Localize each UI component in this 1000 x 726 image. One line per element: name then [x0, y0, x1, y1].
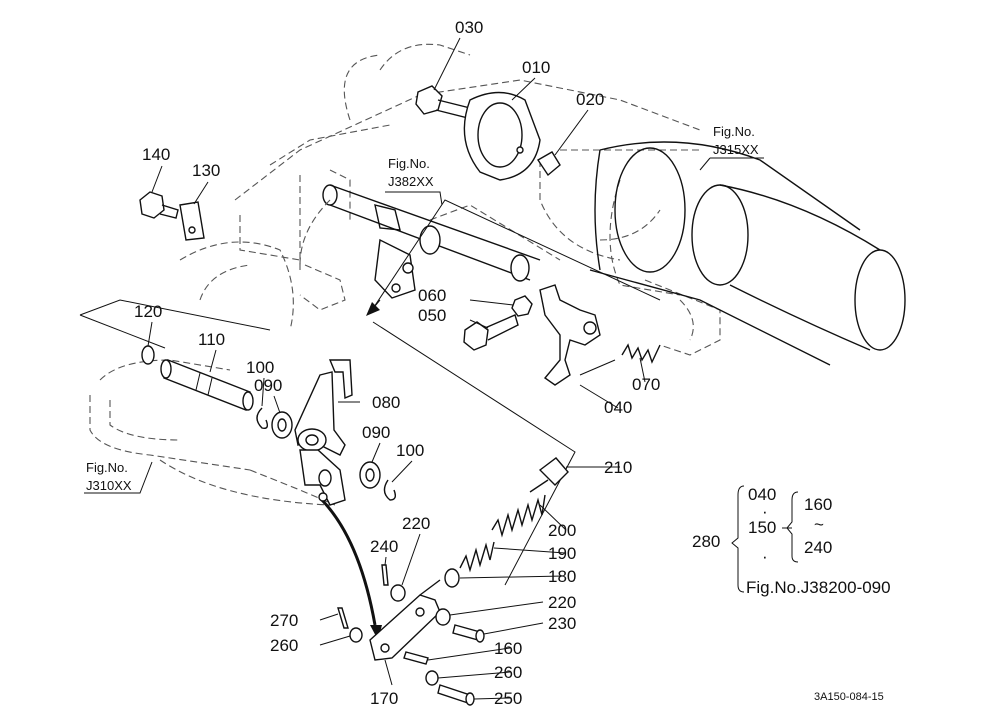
rod-end-210 [529, 457, 569, 493]
callout-060: 060 [418, 286, 446, 305]
shaft-110 [160, 359, 254, 411]
fig-ref-j315: Fig.No. J315XX [713, 124, 759, 157]
callout-110: 110 [198, 330, 225, 349]
washer-260-b [425, 670, 439, 686]
callout-100: 100 [246, 358, 274, 377]
callout-200: 200 [548, 521, 576, 540]
cotter-270 [337, 607, 349, 629]
callout-labels: 0300100201401300600501201101000900800901… [134, 18, 660, 708]
callout-260: 260 [494, 663, 522, 682]
fig-ref-j382: Fig.No. J382XX [388, 156, 434, 189]
leader-lines [84, 37, 764, 700]
gasket-010 [463, 91, 541, 181]
callout-080: 080 [372, 393, 400, 412]
oring-120 [141, 345, 155, 365]
callout-270: 270 [270, 611, 298, 630]
callout-240: 240 [370, 537, 398, 556]
callout-120: 120 [134, 302, 162, 321]
washer-090-b [359, 461, 381, 489]
assembly-right-bottom: 240 [804, 538, 832, 557]
washer-220-a [390, 584, 406, 602]
washer-180 [444, 568, 460, 588]
arm-080 [294, 359, 353, 506]
nut-060 [511, 295, 533, 317]
plate-130 [179, 201, 205, 241]
callout-170: 170 [370, 689, 398, 708]
washer-260-a [349, 627, 363, 643]
callout-050: 050 [418, 306, 446, 325]
callout-010: 010 [522, 58, 550, 77]
callout-020: 020 [576, 90, 604, 109]
callout-160: 160 [494, 639, 522, 658]
bolt-140 [139, 191, 179, 219]
callout-180: 180 [548, 567, 576, 586]
callout-100: 100 [396, 441, 424, 460]
housing-phantom [89, 43, 721, 506]
washer-220-b [435, 608, 451, 626]
callout-090: 090 [254, 376, 282, 395]
fig-ref-number: J382XX [388, 174, 434, 189]
callout-210: 210 [604, 458, 632, 477]
bolt-030 [415, 85, 471, 119]
assembly-dot-top: · [762, 502, 768, 521]
spring-070 [579, 343, 661, 376]
washer-090-a [271, 411, 293, 439]
callout-040: 040 [604, 398, 632, 417]
collar-020 [537, 151, 561, 177]
fig-ref-number: J310XX [86, 478, 132, 493]
pin-250 [437, 684, 475, 706]
callout-230: 230 [548, 614, 576, 633]
fig-ref-j310: Fig.No. J310XX [86, 460, 132, 493]
assembly-fig-ref: Fig.No.J38200-090 [746, 578, 891, 597]
drawing-code: 3A150-084-15 [814, 691, 884, 703]
callout-070: 070 [632, 375, 660, 394]
spring-190 [459, 541, 495, 573]
callout-220: 220 [548, 593, 576, 612]
pin-100-a [256, 407, 269, 430]
callout-260: 260 [270, 636, 298, 655]
shaft-housing [589, 141, 906, 366]
callout-250: 250 [494, 689, 522, 708]
spring-200 [491, 494, 546, 538]
assembly-right-top: 160 [804, 495, 832, 514]
fig-ref-label: Fig.No. [713, 124, 755, 139]
callout-090: 090 [362, 423, 390, 442]
assembly-tilde: ~ [814, 515, 824, 534]
assembly-dot-bottom: · [762, 547, 768, 566]
fig-ref-label: Fig.No. [86, 460, 128, 475]
fig-ref-number: J315XX [713, 142, 759, 157]
pin-240 [381, 564, 389, 586]
callout-220: 220 [402, 514, 430, 533]
callout-030: 030 [455, 18, 483, 37]
callout-140: 140 [142, 145, 170, 164]
callout-130: 130 [192, 161, 220, 180]
assembly-label: 280 [692, 532, 720, 551]
pin-160 [403, 651, 429, 665]
assembly-left-mid: 150 [748, 518, 776, 537]
pin-100-b [383, 479, 397, 501]
assembly-note-280: 280 040 · 150 · 160 ~ 240 Fig.No.J38200-… [692, 485, 891, 597]
callout-190: 190 [548, 544, 576, 563]
upper-linkage [299, 184, 561, 299]
pin-230 [452, 624, 485, 643]
lever-040 [539, 284, 601, 386]
bolt-050 [463, 314, 519, 351]
fig-ref-label: Fig.No. [388, 156, 430, 171]
assembly-left-top: 040 [748, 485, 776, 504]
